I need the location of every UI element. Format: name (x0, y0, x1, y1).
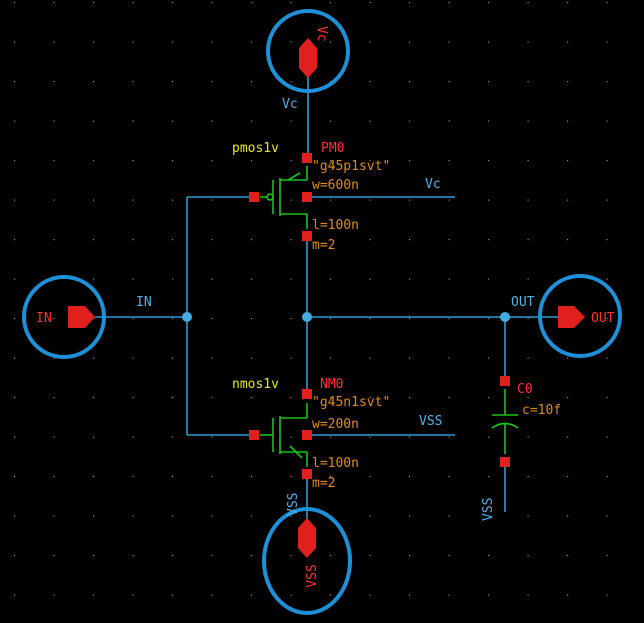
net-label-vc: Vc (282, 97, 298, 112)
nmos-cell-name: nmos1v (232, 377, 279, 392)
net-label-pmos-bulk: Vc (425, 177, 441, 192)
capacitor-symbol[interactable] (491, 389, 519, 454)
net-label-out: OUT (511, 295, 535, 310)
cap-annotations: C0 c=10f (517, 382, 561, 418)
highlight-ring-in (22, 275, 106, 359)
nmos-model: "g45n1svt" (312, 395, 390, 410)
pin-out[interactable]: OUT (538, 274, 622, 358)
pmos-length: l=100n (312, 218, 359, 233)
nmos-instance-name: NM0 (320, 377, 343, 392)
net-label-in: IN (136, 295, 152, 310)
pin-vc-label: Vc (314, 26, 329, 42)
nmos-length: l=100n (312, 456, 359, 471)
net-labels: Vc IN OUT Vc VSS VSS VSS (136, 97, 535, 521)
pmos-annotations: pmos1v PM0 "g45p1svt" w=600n l=100n m=2 (232, 141, 390, 253)
input-pin-icon (68, 306, 95, 328)
pmos-cell-name: pmos1v (232, 141, 279, 156)
output-pin-icon (558, 306, 585, 328)
inout-pin-icon (299, 38, 317, 78)
pmos-symbol[interactable] (260, 166, 308, 229)
nmos-width: w=200n (312, 417, 359, 432)
net-label-vss: VSS (286, 493, 301, 516)
nmos-annotations: nmos1v NM0 "g45n1svt" w=200n l=100n m=2 (232, 377, 390, 491)
pin-in[interactable]: IN (22, 275, 106, 359)
highlight-ring-out (538, 274, 622, 358)
inout-pin-icon (298, 518, 316, 558)
pmos-multiplier: m=2 (312, 238, 335, 253)
junction-dots (182, 312, 510, 322)
nmos-symbol[interactable] (260, 403, 308, 467)
pmos-model: "g45p1svt" (312, 159, 390, 174)
net-label-nmos-bulk: VSS (419, 414, 442, 429)
highlight-ring-vss (262, 507, 352, 615)
terminals (249, 153, 510, 479)
pmos-instance-name: PM0 (321, 141, 344, 156)
cap-instance-name: C0 (517, 382, 533, 397)
wires (95, 72, 558, 520)
pin-vss-label: VSS (305, 564, 320, 587)
pmos-width: w=600n (312, 178, 359, 193)
pin-vc[interactable]: Vc (266, 9, 350, 93)
cap-value: c=10f (522, 403, 561, 418)
highlight-ring-vc (266, 9, 350, 93)
pin-vss[interactable]: VSS (262, 507, 352, 615)
nmos-multiplier: m=2 (312, 476, 335, 491)
pin-out-label: OUT (591, 311, 615, 326)
net-label-cap-ground: VSS (481, 498, 496, 521)
pin-in-label: IN (36, 311, 52, 326)
